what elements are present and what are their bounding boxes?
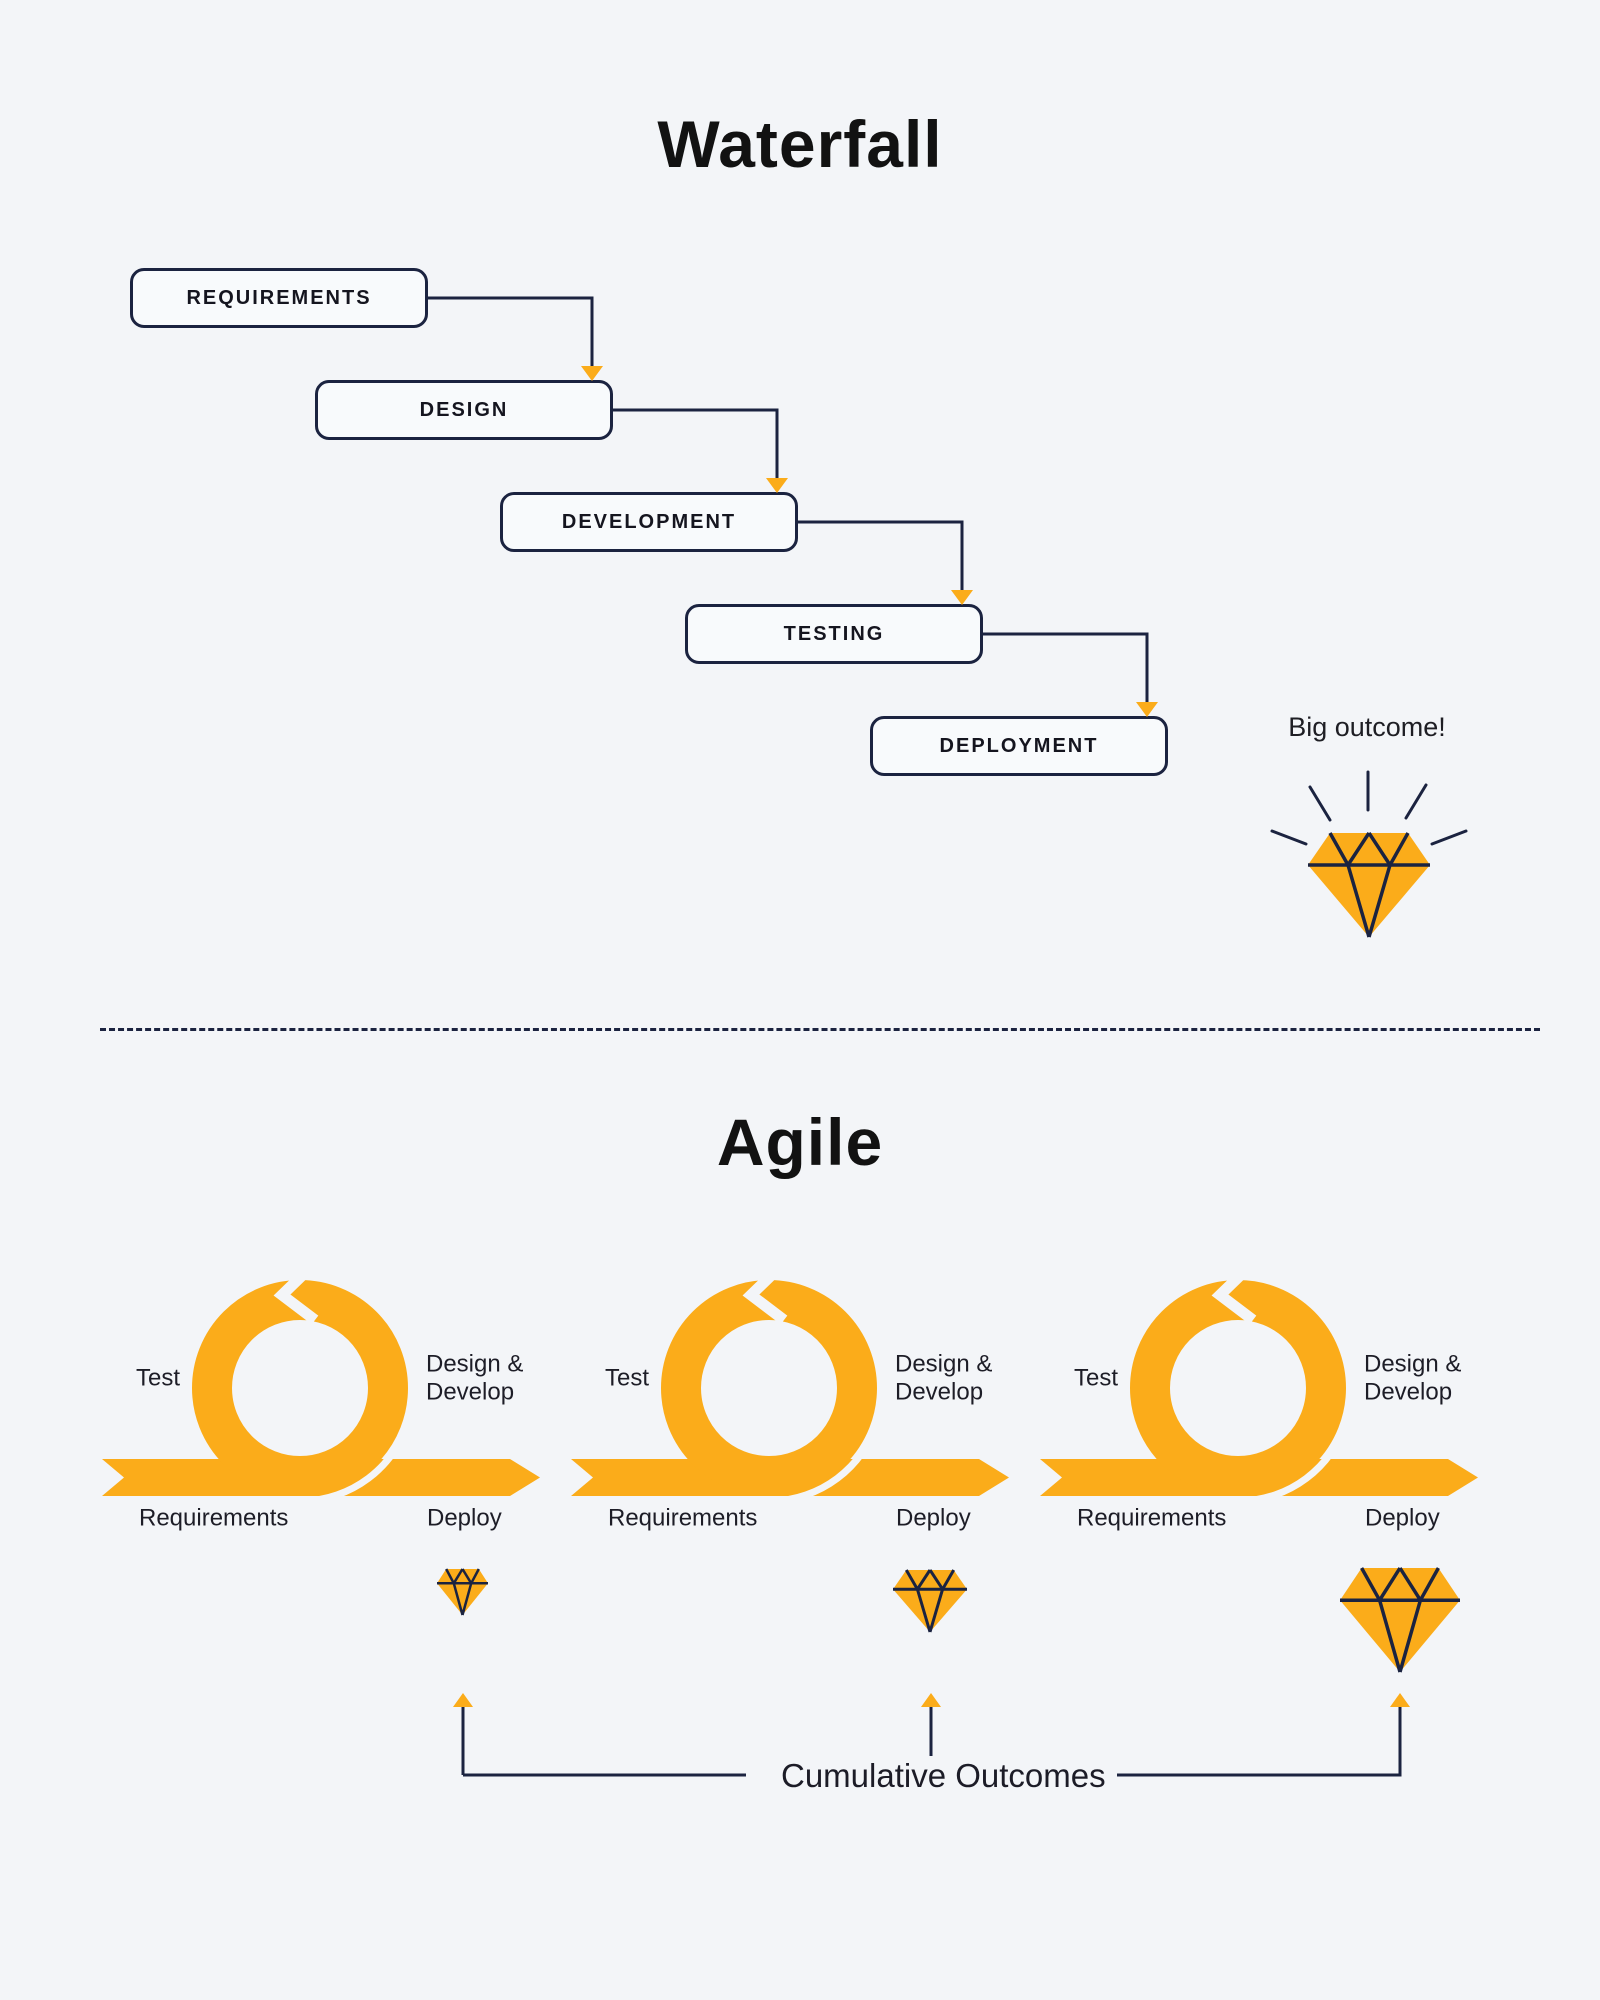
stage-label: DEVELOPMENT bbox=[561, 510, 737, 533]
loop-label-requirements: Requirements bbox=[608, 1505, 757, 1532]
down-arrowhead-icon bbox=[951, 590, 973, 605]
down-arrowhead-icon bbox=[1136, 702, 1158, 717]
agile-sprint-loop-1: Test Design & Develop Requirements Deplo… bbox=[102, 1262, 540, 1532]
waterfall-flow-arrows bbox=[428, 296, 1158, 717]
loop-label-requirements: Requirements bbox=[1077, 1505, 1226, 1532]
shine-rays-icon bbox=[1270, 770, 1468, 846]
stage-label: DEPLOYMENT bbox=[939, 734, 1099, 757]
section-divider bbox=[100, 1028, 1540, 1031]
loop-top-notch bbox=[273, 1262, 319, 1325]
diamond-icon bbox=[1308, 832, 1430, 938]
stage-box-design: DESIGN bbox=[315, 380, 613, 440]
loop-label-deploy: Deploy bbox=[1365, 1505, 1440, 1532]
loop-label-design-2: Develop bbox=[1364, 1379, 1452, 1406]
loop-label-design-1: Design & bbox=[1364, 1351, 1461, 1378]
stage-box-testing: TESTING bbox=[685, 604, 983, 664]
loop-label-requirements: Requirements bbox=[139, 1505, 288, 1532]
loop-label-design-2: Develop bbox=[426, 1379, 514, 1406]
up-arrowhead-icon bbox=[453, 1693, 473, 1707]
sprint-loop-ring bbox=[1130, 1280, 1346, 1496]
cumulative-outcomes-arrows bbox=[453, 1693, 1410, 1777]
stage-label: TESTING bbox=[783, 622, 885, 645]
waterfall-title: Waterfall bbox=[657, 107, 943, 181]
loop-label-deploy: Deploy bbox=[896, 1505, 971, 1532]
loop-label-test: Test bbox=[136, 1365, 180, 1392]
big-outcome-label: Big outcome! bbox=[1288, 712, 1446, 742]
cumulative-outcomes-label: Cumulative Outcomes bbox=[781, 1757, 1106, 1794]
agile-title: Agile bbox=[716, 1105, 884, 1179]
outcome-diamond-small bbox=[437, 1568, 488, 1616]
loop-label-test: Test bbox=[605, 1365, 649, 1392]
agile-sprint-loop-3: Test Design & Develop Requirements Deplo… bbox=[1040, 1262, 1478, 1532]
loop-top-notch bbox=[742, 1262, 788, 1325]
loop-band-gap bbox=[1241, 1421, 1350, 1505]
stage-box-development: DEVELOPMENT bbox=[500, 492, 798, 552]
stage-box-requirements: REQUIREMENTS bbox=[130, 268, 428, 328]
loop-label-design-2: Develop bbox=[895, 1379, 983, 1406]
down-arrowhead-icon bbox=[766, 478, 788, 493]
outcome-diamond-large bbox=[1340, 1567, 1460, 1673]
sprint-loop-ring bbox=[192, 1280, 408, 1496]
up-arrowhead-icon bbox=[1390, 1693, 1410, 1707]
big-outcome-diamond bbox=[1270, 770, 1468, 938]
loop-band-gap bbox=[772, 1421, 881, 1505]
loop-label-design-1: Design & bbox=[895, 1351, 992, 1378]
loop-label-deploy: Deploy bbox=[427, 1505, 502, 1532]
loop-label-design-1: Design & bbox=[426, 1351, 523, 1378]
stage-label: DESIGN bbox=[419, 398, 509, 421]
loop-label-test: Test bbox=[1074, 1365, 1118, 1392]
stage-label: REQUIREMENTS bbox=[186, 286, 372, 309]
loop-band-gap bbox=[303, 1421, 412, 1505]
up-arrowhead-icon bbox=[921, 1693, 941, 1707]
down-arrowhead-icon bbox=[581, 366, 603, 381]
stage-box-deployment: DEPLOYMENT bbox=[870, 716, 1168, 776]
sprint-loop-ring bbox=[661, 1280, 877, 1496]
outcome-diamond-medium bbox=[893, 1569, 967, 1633]
agile-sprint-loop-2: Test Design & Develop Requirements Deplo… bbox=[571, 1262, 1009, 1532]
loop-top-notch bbox=[1211, 1262, 1257, 1325]
